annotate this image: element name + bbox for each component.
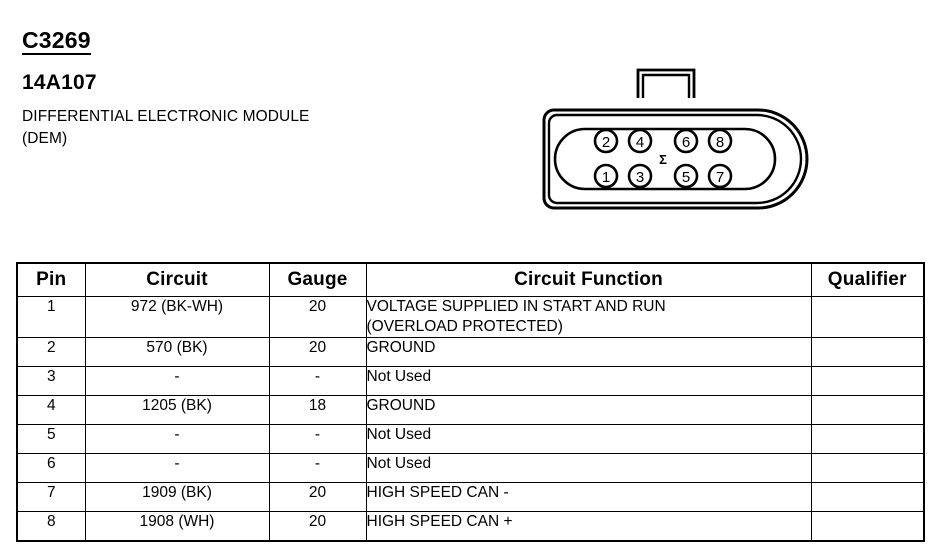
- cell-pin: 7: [16, 482, 86, 513]
- table-row: 3 - - Not Used: [16, 366, 925, 397]
- table-row: 1 972 (BK-WH) 20 VOLTAGE SUPPLIED IN STA…: [16, 295, 925, 339]
- pin-number-8: 8: [716, 134, 724, 151]
- cell-qualifier: [810, 511, 925, 542]
- part-number-heading: 14A107: [22, 71, 97, 94]
- cell-circuit: 972 (BK-WH): [84, 295, 270, 339]
- cell-gauge: -: [268, 453, 367, 484]
- cell-circuit: 1909 (BK): [84, 482, 270, 513]
- cell-circuit-function: GROUND: [365, 395, 812, 426]
- cell-pin: 4: [16, 395, 86, 426]
- column-header-gauge: Gauge: [268, 262, 367, 297]
- column-header-circuit: Circuit: [84, 262, 270, 297]
- cell-qualifier: [810, 482, 925, 513]
- cell-circuit-function: HIGH SPEED CAN +: [365, 511, 812, 542]
- pin-number-6: 6: [682, 134, 690, 151]
- table-row: 8 1908 (WH) 20 HIGH SPEED CAN +: [16, 511, 925, 542]
- cell-gauge: 20: [268, 511, 367, 542]
- cell-pin: 1: [16, 295, 86, 339]
- cell-gauge: 20: [268, 295, 367, 339]
- column-header-qualifier: Qualifier: [810, 262, 925, 297]
- table-row: 2 570 (BK) 20 GROUND: [16, 337, 925, 368]
- pin-number-5: 5: [682, 169, 690, 186]
- cell-gauge: -: [268, 366, 367, 397]
- sigma-keying-mark: Σ: [659, 152, 667, 167]
- table-row: 4 1205 (BK) 18 GROUND: [16, 395, 925, 426]
- cell-qualifier: [810, 395, 925, 426]
- cell-qualifier: [810, 337, 925, 368]
- table-row: 5 - - Not Used: [16, 424, 925, 455]
- pinout-table: Pin Circuit Gauge Circuit Function Quali…: [16, 262, 925, 543]
- column-header-circuit-function: Circuit Function: [365, 262, 812, 297]
- table-row: 6 - - Not Used: [16, 453, 925, 484]
- pin-number-7: 7: [716, 169, 724, 186]
- pin-number-4: 4: [636, 134, 644, 151]
- cell-qualifier: [810, 295, 925, 339]
- cell-circuit-function: Not Used: [365, 453, 812, 484]
- cell-circuit: 1908 (WH): [84, 511, 270, 542]
- column-header-pin: Pin: [16, 262, 86, 297]
- table-row: 7 1909 (BK) 20 HIGH SPEED CAN -: [16, 482, 925, 513]
- cell-gauge: 20: [268, 482, 367, 513]
- cell-pin: 5: [16, 424, 86, 455]
- cell-circuit: -: [84, 366, 270, 397]
- cell-gauge: -: [268, 424, 367, 455]
- pin-number-3: 3: [636, 169, 644, 186]
- cell-qualifier: [810, 366, 925, 397]
- cell-qualifier: [810, 424, 925, 455]
- cell-pin: 6: [16, 453, 86, 484]
- table-header-row: Pin Circuit Gauge Circuit Function Quali…: [16, 262, 925, 297]
- pin-number-2: 2: [602, 134, 610, 151]
- connector-face-diagram: 2 4 6 8 1 3 5 7 Σ: [530, 50, 810, 230]
- cell-pin: 3: [16, 366, 86, 397]
- cell-gauge: 18: [268, 395, 367, 426]
- cell-circuit-function: HIGH SPEED CAN -: [365, 482, 812, 513]
- cell-circuit: -: [84, 453, 270, 484]
- cell-circuit-function: GROUND: [365, 337, 812, 368]
- cell-circuit: 570 (BK): [84, 337, 270, 368]
- connector-id-heading: C3269: [22, 28, 91, 56]
- cell-circuit: -: [84, 424, 270, 455]
- cell-qualifier: [810, 453, 925, 484]
- cell-pin: 2: [16, 337, 86, 368]
- cell-pin: 8: [16, 511, 86, 542]
- component-name-label: DIFFERENTIAL ELECTRONIC MODULE (DEM): [22, 108, 310, 148]
- cell-circuit: 1205 (BK): [84, 395, 270, 426]
- cell-circuit-function: Not Used: [365, 366, 812, 397]
- pin-number-1: 1: [602, 169, 610, 186]
- cell-circuit-function: Not Used: [365, 424, 812, 455]
- cell-gauge: 20: [268, 337, 367, 368]
- cell-circuit-function: VOLTAGE SUPPLIED IN START AND RUN (OVERL…: [365, 295, 812, 339]
